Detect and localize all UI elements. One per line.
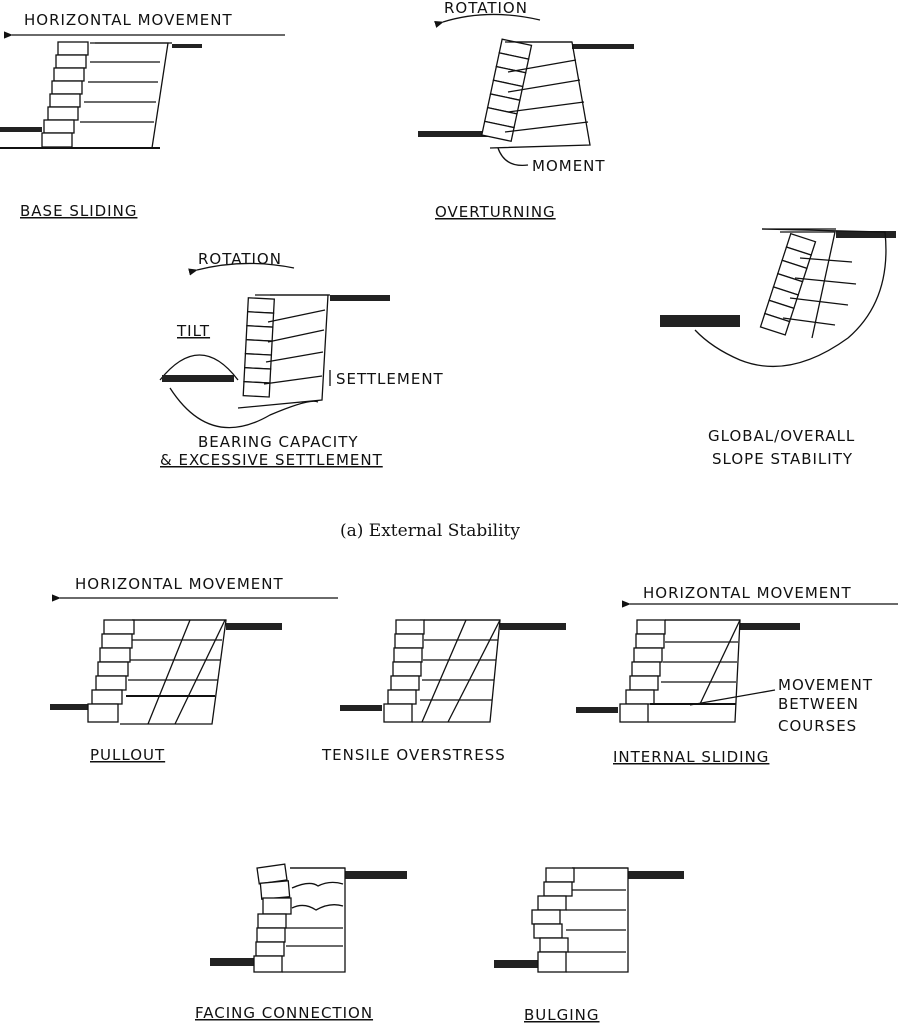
facing-blocks [41, 41, 89, 148]
facing-blocks [619, 619, 666, 723]
reinforced-zone [74, 42, 169, 149]
failure-arc [169, 387, 319, 429]
tilted-facing-blocks [242, 297, 275, 398]
global-title-line1: GLOBAL/OVERALL [708, 427, 855, 445]
external-stability-caption: (a) External Stability [340, 521, 520, 541]
leader-line [689, 689, 776, 706]
ground-surface-toe [0, 127, 42, 132]
bulged-facing-blocks [531, 867, 575, 973]
ground-surface-top [172, 44, 202, 48]
tensile-overstress-title: TENSILE OVERSTRESS [321, 746, 506, 764]
horizontal-movement-label: HORIZONTAL MOVEMENT [75, 575, 284, 593]
bearing-title-line2: & EXCESSIVE SETTLEMENT [160, 451, 383, 469]
ground-surface-top [740, 623, 800, 630]
horizontal-movement-label: HORIZONTAL MOVEMENT [643, 584, 852, 602]
ground-surface-toe [162, 375, 234, 382]
movement-label-3: COURSES [778, 717, 857, 735]
tilted-facing-blocks [759, 232, 817, 336]
global-stability-panel: GLOBAL/OVERALL SLOPE STABILITY [660, 228, 896, 468]
global-title-line2: SLOPE STABILITY [712, 450, 853, 468]
bulging-title: BULGING [524, 1006, 600, 1024]
tilt-label: TILT [176, 322, 210, 340]
ground-surface-toe [418, 131, 488, 137]
rotation-arrow [434, 13, 541, 28]
internal-sliding-title: INTERNAL SLIDING [613, 748, 769, 766]
movement-label-1: MOVEMENT [778, 676, 873, 694]
pullout-panel: HORIZONTAL MOVEMENT PULLOUT [50, 575, 338, 764]
facing-blocks [383, 619, 425, 723]
tilted-facing-blocks [481, 38, 533, 143]
overturning-panel: ROTATION MOMENT OVERTURNING [418, 0, 634, 221]
bearing-title-line1: BEARING CAPACITY [198, 433, 359, 451]
ground-surface-toe [494, 960, 538, 968]
facing-blocks [87, 619, 135, 723]
moment-label: MOMENT [532, 157, 606, 175]
bulging-panel: BULGING [494, 867, 684, 1024]
bearing-capacity-panel: ROTATION TILT SETTLEMENT BEARING CAPACIT… [159, 250, 444, 469]
internal-sliding-panel: HORIZONTAL MOVEMENT MOVEMENT BETWEEN COU… [576, 584, 898, 766]
base-sliding-title: BASE SLIDING [20, 202, 137, 220]
movement-label-2: BETWEEN [778, 695, 859, 713]
facing-connection-title: FACING CONNECTION [195, 1004, 373, 1022]
pullout-title: PULLOUT [90, 746, 165, 764]
rotation-label: ROTATION [444, 0, 528, 17]
ground-surface-toe [50, 704, 90, 710]
ground-surface-top [345, 871, 407, 879]
ground-surface-top [572, 44, 634, 49]
ground-surface-toe [660, 315, 740, 327]
ground-surface-toe [340, 705, 382, 711]
settlement-label: SETTLEMENT [336, 370, 444, 388]
ground-surface-top [836, 231, 896, 238]
displaced-facing-blocks [253, 863, 292, 973]
heave-bulge [159, 354, 239, 381]
ground-surface-toe [576, 707, 618, 713]
rotation-arrow [188, 262, 295, 276]
tensile-overstress-panel: TENSILE OVERSTRESS [321, 619, 566, 764]
ground-surface-toe [210, 958, 256, 966]
ground-surface-top [500, 623, 566, 630]
ground-surface-top [330, 295, 390, 301]
ground-surface-top [226, 623, 282, 630]
ground-surface-top [628, 871, 684, 879]
rotation-label: ROTATION [198, 250, 282, 268]
horizontal-movement-label: HORIZONTAL MOVEMENT [24, 11, 233, 29]
overturning-title: OVERTURNING [435, 203, 556, 221]
slip-circle [694, 228, 887, 367]
base-sliding-panel: HORIZONTAL MOVEMENT BASE SLIDING [0, 11, 285, 220]
facing-connection-panel: FACING CONNECTION [195, 863, 407, 1022]
